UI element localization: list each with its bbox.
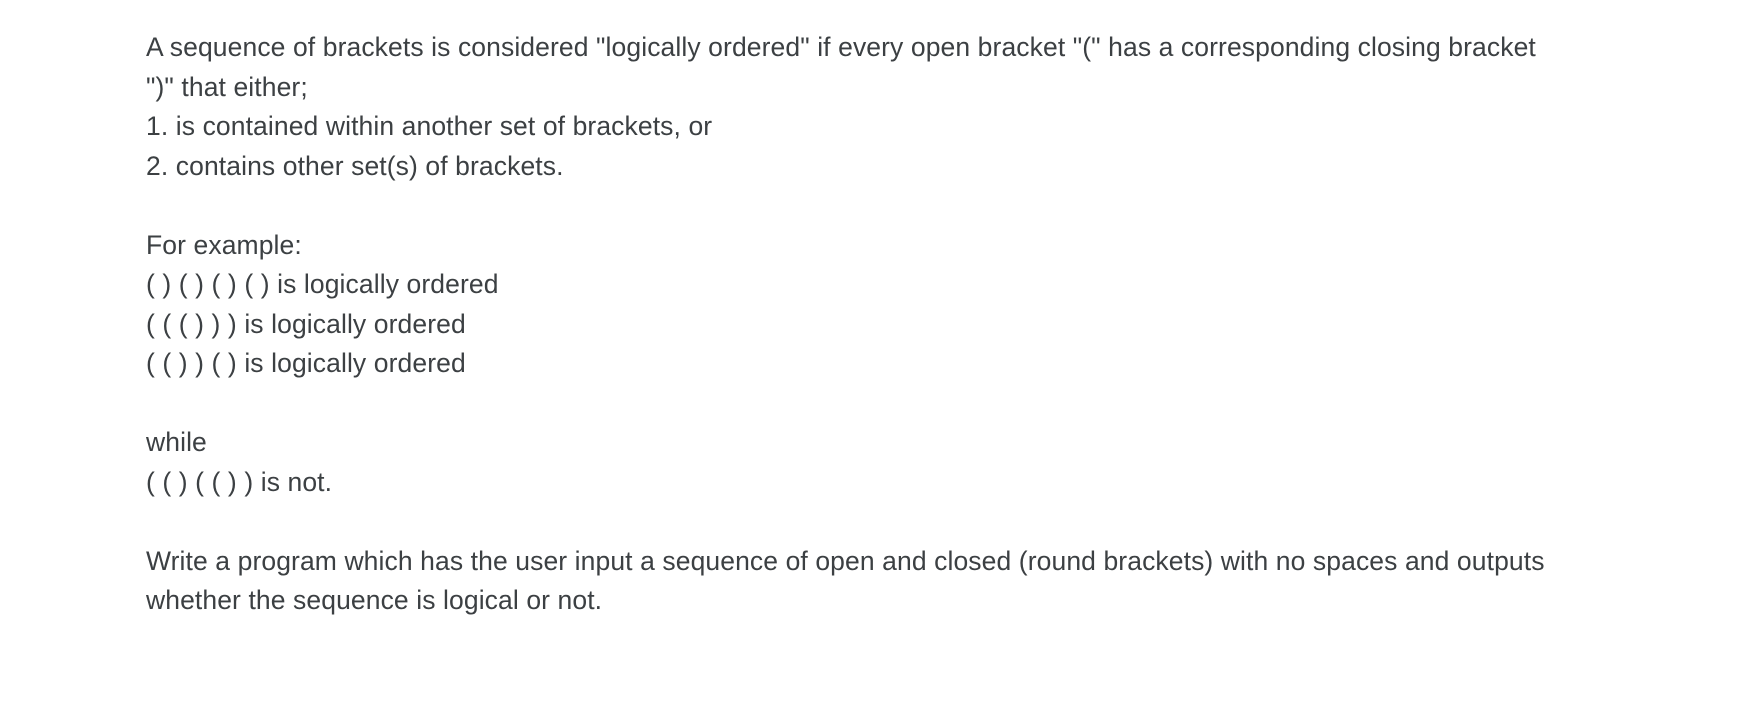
example-line-2: ( ( ( ) ) ) is logically ordered bbox=[146, 308, 466, 339]
definition-line-1: A sequence of brackets is considered "lo… bbox=[146, 32, 1544, 102]
paragraph-examples: For example: ( ) ( ) ( ) ( ) is logicall… bbox=[146, 226, 1546, 384]
problem-statement-text: A sequence of brackets is considered "lo… bbox=[146, 28, 1546, 621]
examples-heading: For example: bbox=[146, 229, 302, 260]
example-line-3: ( ( ) ) ( ) is logically ordered bbox=[146, 348, 466, 378]
example-line-1: ( ) ( ) ( ) ( ) is logically ordered bbox=[146, 269, 499, 299]
counter-example-heading: while bbox=[146, 427, 207, 457]
counter-example-line-1: ( ( ) ( ( ) ) is not. bbox=[146, 466, 333, 497]
task-line-1: Write a program which has the user input… bbox=[146, 545, 1553, 616]
paragraph-definition: A sequence of brackets is considered "lo… bbox=[146, 28, 1546, 186]
paragraph-counter-example: while ( ( ) ( ( ) ) is not. bbox=[146, 423, 1546, 502]
definition-line-3: 2. contains other set(s) of brackets. bbox=[146, 150, 564, 181]
paragraph-task: Write a program which has the user input… bbox=[146, 542, 1546, 621]
definition-line-2: 1. is contained within another set of br… bbox=[146, 111, 713, 141]
